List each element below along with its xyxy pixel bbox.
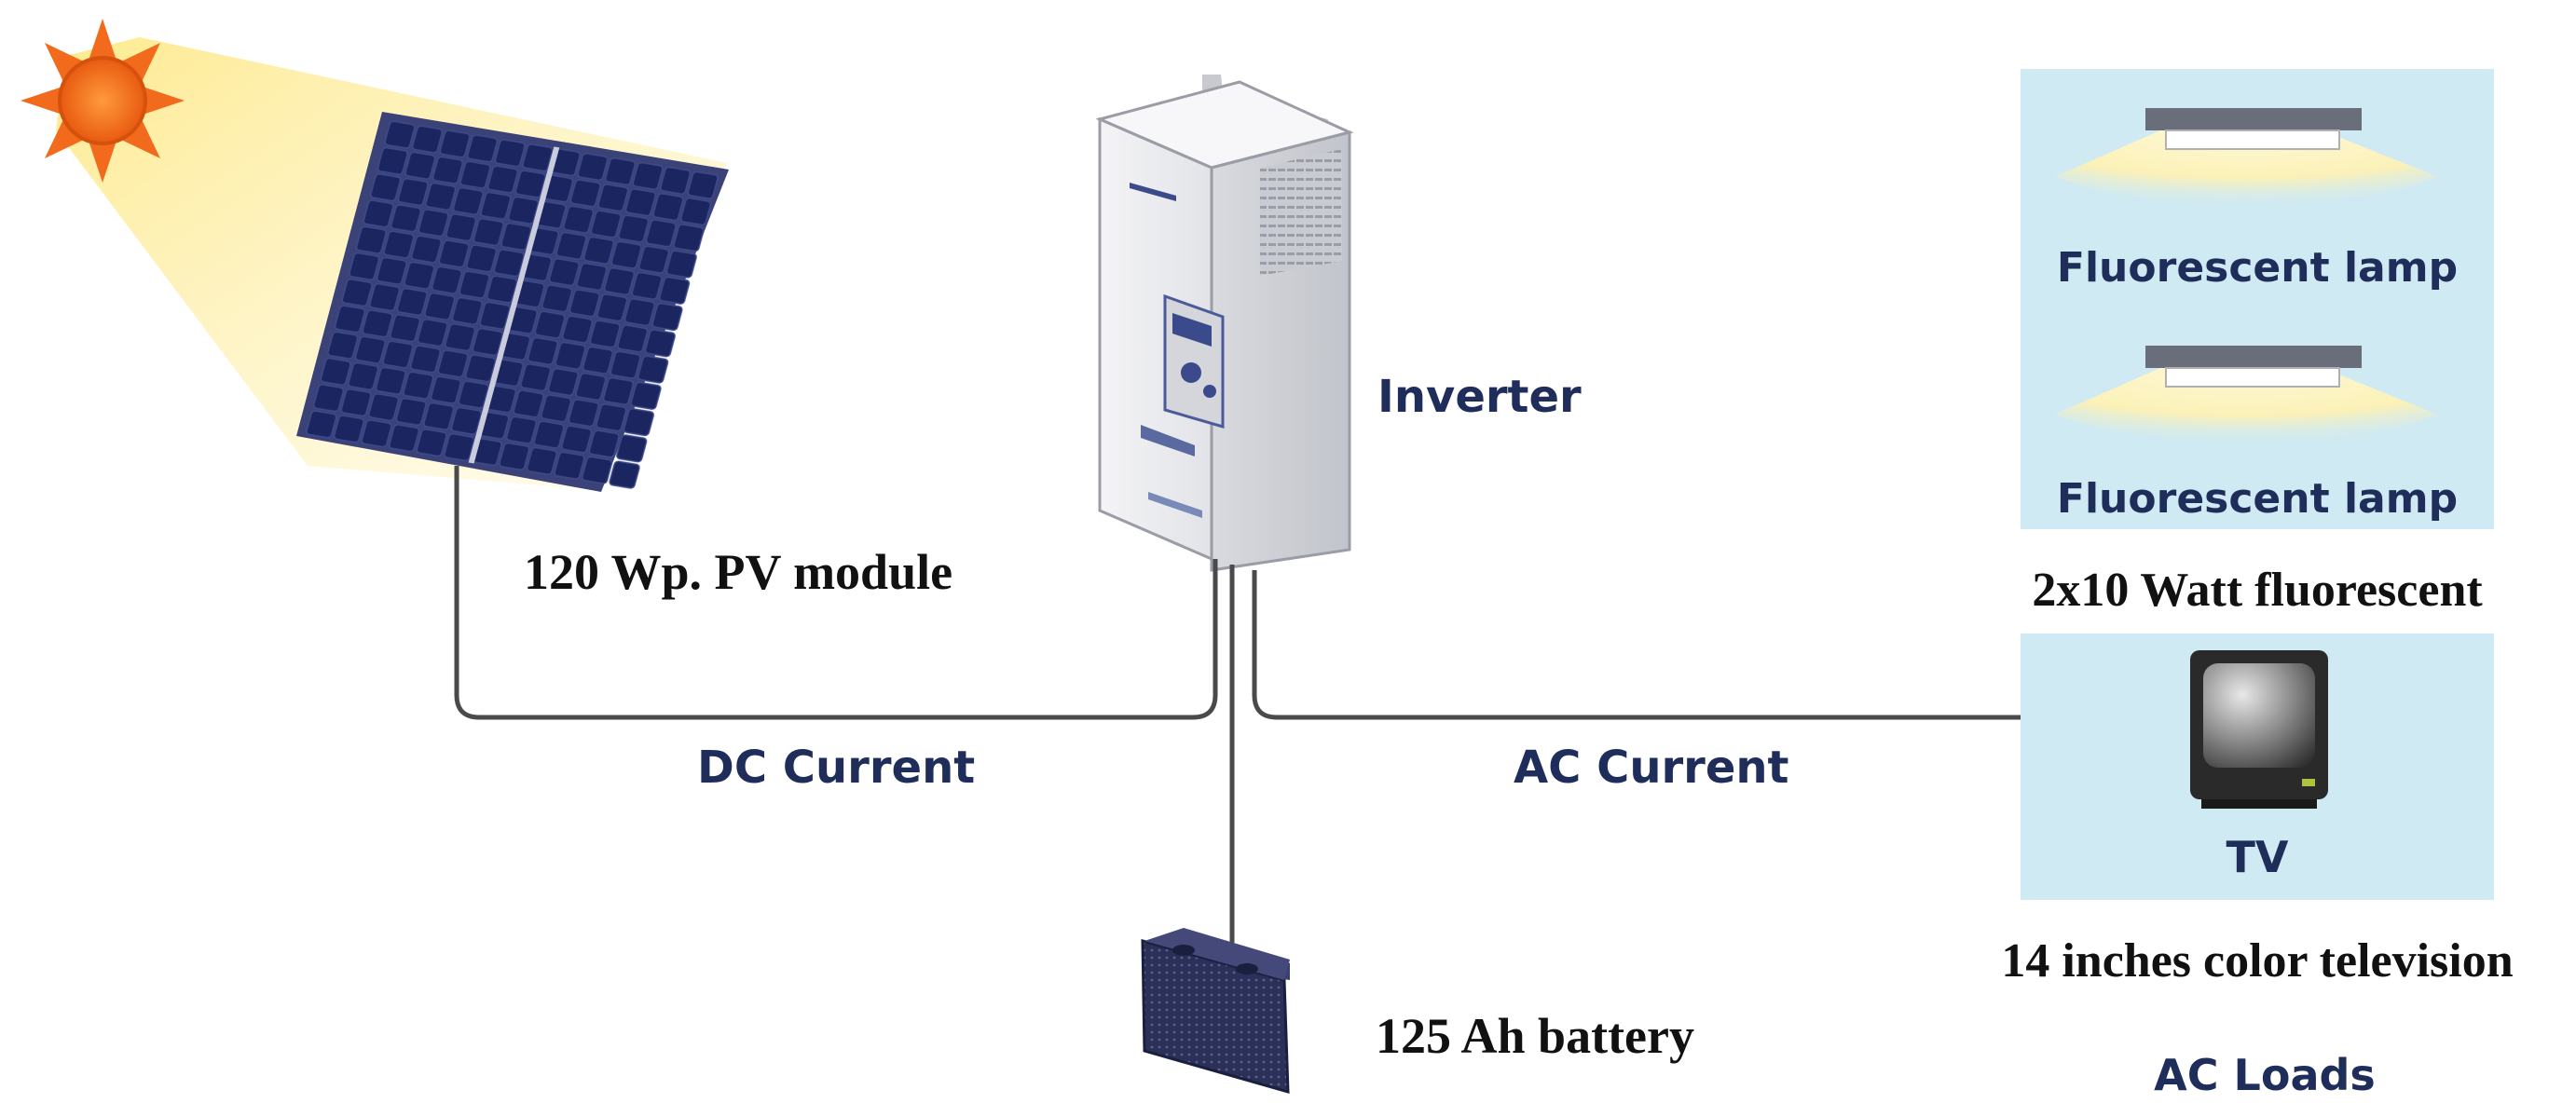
lamp-2-label: Fluorescent lamp xyxy=(2057,475,2458,523)
solar-panel-icon xyxy=(296,112,729,492)
sun-icon xyxy=(21,19,185,183)
ac-current-label: AC Current xyxy=(1514,742,1789,794)
battery-label: 125 Ah battery xyxy=(1376,1008,1694,1064)
lamps-caption: 2x10 Watt fluorescent xyxy=(2032,564,2483,617)
tv-label: TV xyxy=(2227,832,2289,882)
inverter-box-icon xyxy=(1095,75,1354,572)
fluorescent-lamp-icon xyxy=(2054,108,2438,210)
television-icon xyxy=(2190,650,2328,809)
inverter-label: Inverter xyxy=(1377,371,1582,423)
pv-module-label: 120 Wp. PV module xyxy=(524,544,952,600)
ac-wire xyxy=(1252,570,2021,720)
ac-loads-label: AC Loads xyxy=(2154,1050,2376,1100)
dc-current-label: DC Current xyxy=(697,742,975,794)
dc-wire xyxy=(454,466,1218,720)
lamp-1-label: Fluorescent lamp xyxy=(2057,244,2458,292)
fluorescent-lamp-icon xyxy=(2054,346,2438,447)
battery-icon xyxy=(1141,928,1290,1095)
tv-caption: 14 inches color television xyxy=(2001,934,2513,988)
wires xyxy=(454,466,2021,943)
